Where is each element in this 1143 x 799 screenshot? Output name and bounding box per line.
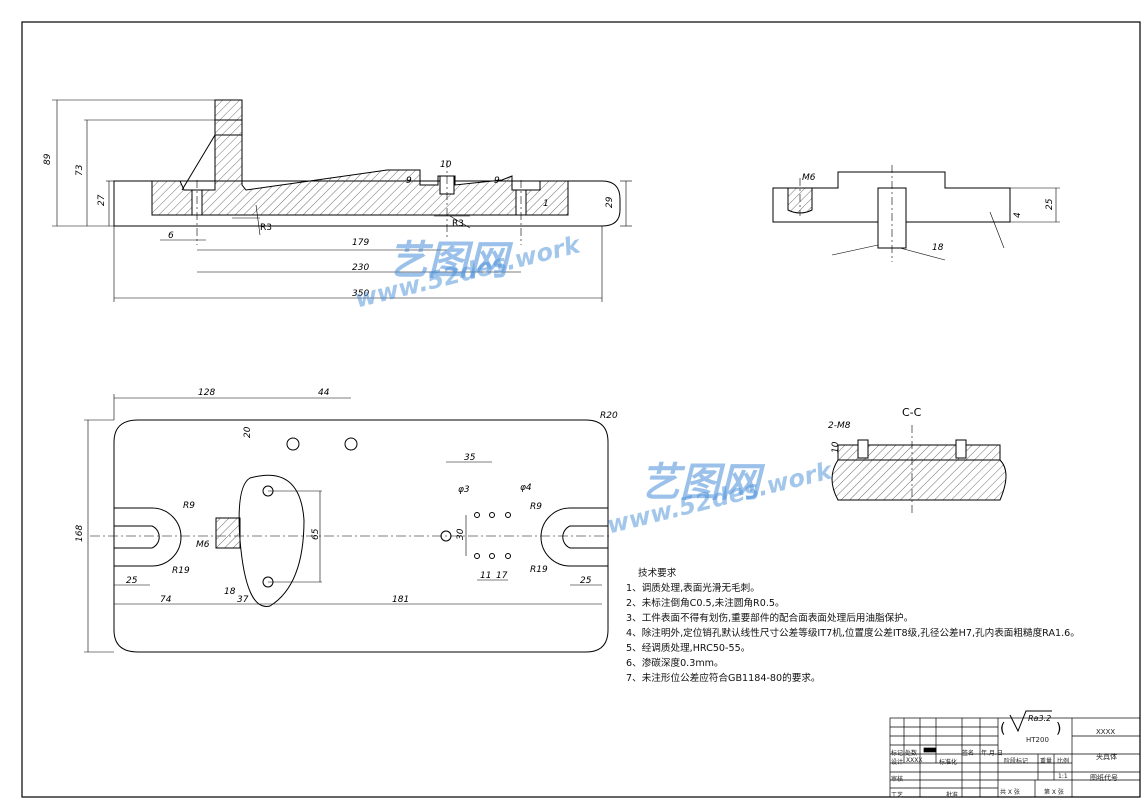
roughness-value: Ra3.2 — [1028, 714, 1051, 723]
tb-sheet-no: 第 X 张 — [1044, 789, 1064, 796]
sheet-border — [21, 21, 1141, 798]
dim-350: 350 — [352, 289, 369, 299]
tb-company: XXXX — [1096, 728, 1116, 736]
dim-9b: 9 — [494, 176, 500, 186]
dim-25a: 25 — [126, 576, 138, 586]
tr-item: 5、经调质处理,HRC50-55。 — [626, 643, 751, 654]
tb-material: HT200 — [1026, 736, 1049, 744]
dim-179: 179 — [352, 238, 369, 248]
dim-17: 17 — [496, 571, 508, 581]
dim-section-10: 10 — [831, 441, 841, 453]
dim-25b: 25 — [580, 576, 592, 586]
dim-side-18: 18 — [932, 243, 944, 253]
tr-item: 3、工件表面不得有划伤,重要部件的配合面表面处理后用油脂保护。 — [626, 613, 914, 624]
tb-sheets: 共 X 张 — [1000, 789, 1020, 796]
tb-designer: XXXX — [906, 757, 923, 764]
section-label: C-C — [902, 406, 922, 419]
roughness-paren-close: ) — [1056, 721, 1061, 737]
dim-6: 6 — [168, 231, 174, 241]
dim-10: 10 — [440, 160, 452, 170]
dim-65: 65 — [311, 528, 321, 540]
dim-r20: R20 — [600, 411, 618, 421]
dim-r19b: R19 — [530, 565, 548, 575]
tb-stage: 阶段标记 — [1004, 758, 1029, 765]
tr-item: 1、调质处理,表面光滑无毛刺。 — [626, 583, 760, 594]
dim-30: 30 — [456, 528, 466, 540]
roughness-symbol — [1009, 710, 1052, 733]
tr-item: 6、渗碳深度0.3mm。 — [626, 658, 724, 669]
title-block — [889, 717, 1141, 798]
dim-side-4: 4 — [1013, 212, 1023, 218]
section-c-c — [831, 425, 1007, 515]
hatched-section — [151, 119, 569, 216]
dim-r9b: R9 — [530, 502, 542, 512]
watermark-brand-2: 艺图网 — [640, 460, 760, 506]
tb-design-label: 设计 — [891, 759, 904, 766]
dim-37: 37 — [237, 595, 249, 605]
dim-side-m6: M6 — [802, 173, 816, 183]
dim-r3a: R3 — [260, 223, 272, 233]
dim-1: 1 — [543, 199, 549, 209]
dim-73: 73 — [75, 164, 85, 176]
dim-r3b: R3 — [452, 219, 464, 229]
side-view — [772, 165, 1060, 262]
dim-35: 35 — [464, 453, 476, 463]
dim-2-m8: 2-M8 — [828, 421, 851, 431]
dim-89: 89 — [43, 153, 53, 165]
dim-27: 27 — [97, 194, 107, 206]
tb-std-label: 标准化 — [939, 759, 958, 766]
tb-scale: 1:1 — [1058, 773, 1068, 780]
dim-20: 20 — [243, 426, 253, 438]
dim-phi3: φ3 — [458, 485, 470, 495]
tr-item: 7、未注形位公差应符合GB1184-80的要求。 — [626, 673, 821, 684]
dim-168: 168 — [75, 525, 85, 542]
dim-r9a: R9 — [183, 501, 195, 511]
dim-11: 11 — [480, 571, 491, 581]
dim-44: 44 — [318, 388, 330, 398]
tb-mark: 标记 — [891, 750, 904, 757]
tb-approve-label: 批准 — [946, 792, 959, 799]
tr-item: 4、除注明外,定位销孔默认线性尺寸公差等级IT7机,位置度公差IT8级,孔径公差… — [626, 628, 1080, 639]
tb-weight: 重量 — [1040, 758, 1053, 765]
roughness-paren-open: ( — [1000, 721, 1005, 737]
dim-18: 18 — [224, 587, 236, 597]
dim-phi4: φ4 — [520, 483, 532, 493]
technical-requirements: 技术要求 1、调质处理,表面光滑无毛刺。 2、未标注倒角C0.5,未注圆角R0.… — [626, 566, 1080, 686]
tb-drawing-no: 图纸代号 — [1090, 774, 1118, 782]
tb-process-label: 工艺 — [891, 792, 904, 799]
dim-m6: M6 — [196, 540, 210, 550]
tb-part-name: 夹具体 — [1096, 753, 1117, 761]
dim-230: 230 — [352, 263, 369, 273]
tr-item: 2、未标注倒角C0.5,未注圆角R0.5。 — [626, 598, 785, 609]
dim-29: 29 — [605, 196, 615, 208]
dim-r19a: R19 — [172, 566, 190, 576]
dim-181: 181 — [392, 595, 409, 605]
dim-128: 128 — [198, 388, 215, 398]
dim-side-25: 25 — [1045, 198, 1055, 210]
plan-view — [84, 394, 610, 653]
dim-74: 74 — [160, 595, 172, 605]
tb-check-label: 审核 — [891, 776, 904, 783]
watermark-brand-1: 艺图网 — [388, 238, 508, 284]
dim-9a: 9 — [406, 176, 412, 186]
front-section-view — [52, 99, 632, 302]
tb-ymd: 年.月.日 — [981, 750, 1003, 757]
tr-title: 技术要求 — [638, 568, 677, 579]
tb-count: 处数 — [905, 750, 918, 757]
tb-ratio: 比例 — [1057, 758, 1070, 765]
tb-sign: 签名 — [962, 750, 975, 757]
